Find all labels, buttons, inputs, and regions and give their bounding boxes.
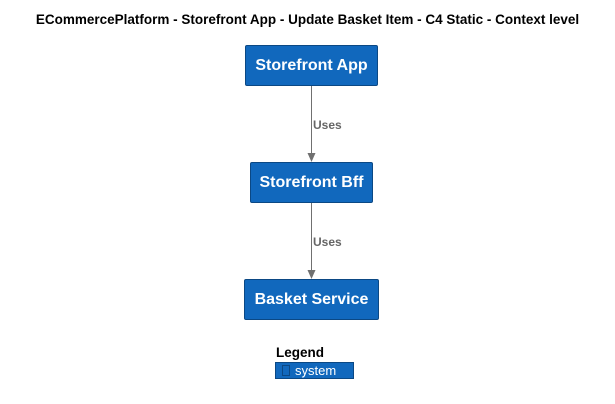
node-basket-service[interactable]: Basket Service (244, 279, 379, 320)
diagram-title: ECommercePlatform - Storefront App - Upd… (35, 12, 580, 27)
edge-label-uses-1: Uses (313, 118, 342, 132)
node-storefront-app[interactable]: Storefront App (245, 45, 378, 86)
node-storefront-bff-label: Storefront Bff (259, 173, 364, 191)
node-basket-service-label: Basket Service (254, 290, 369, 308)
legend-item-label: system (295, 363, 337, 378)
legend-item-system: system (275, 362, 354, 379)
legend-title: Legend (276, 345, 325, 360)
node-storefront-bff[interactable]: Storefront Bff (250, 162, 373, 203)
edge-label-uses-2: Uses (313, 235, 342, 249)
legend-swatch-icon (282, 365, 290, 376)
node-storefront-app-label: Storefront App (255, 56, 368, 74)
